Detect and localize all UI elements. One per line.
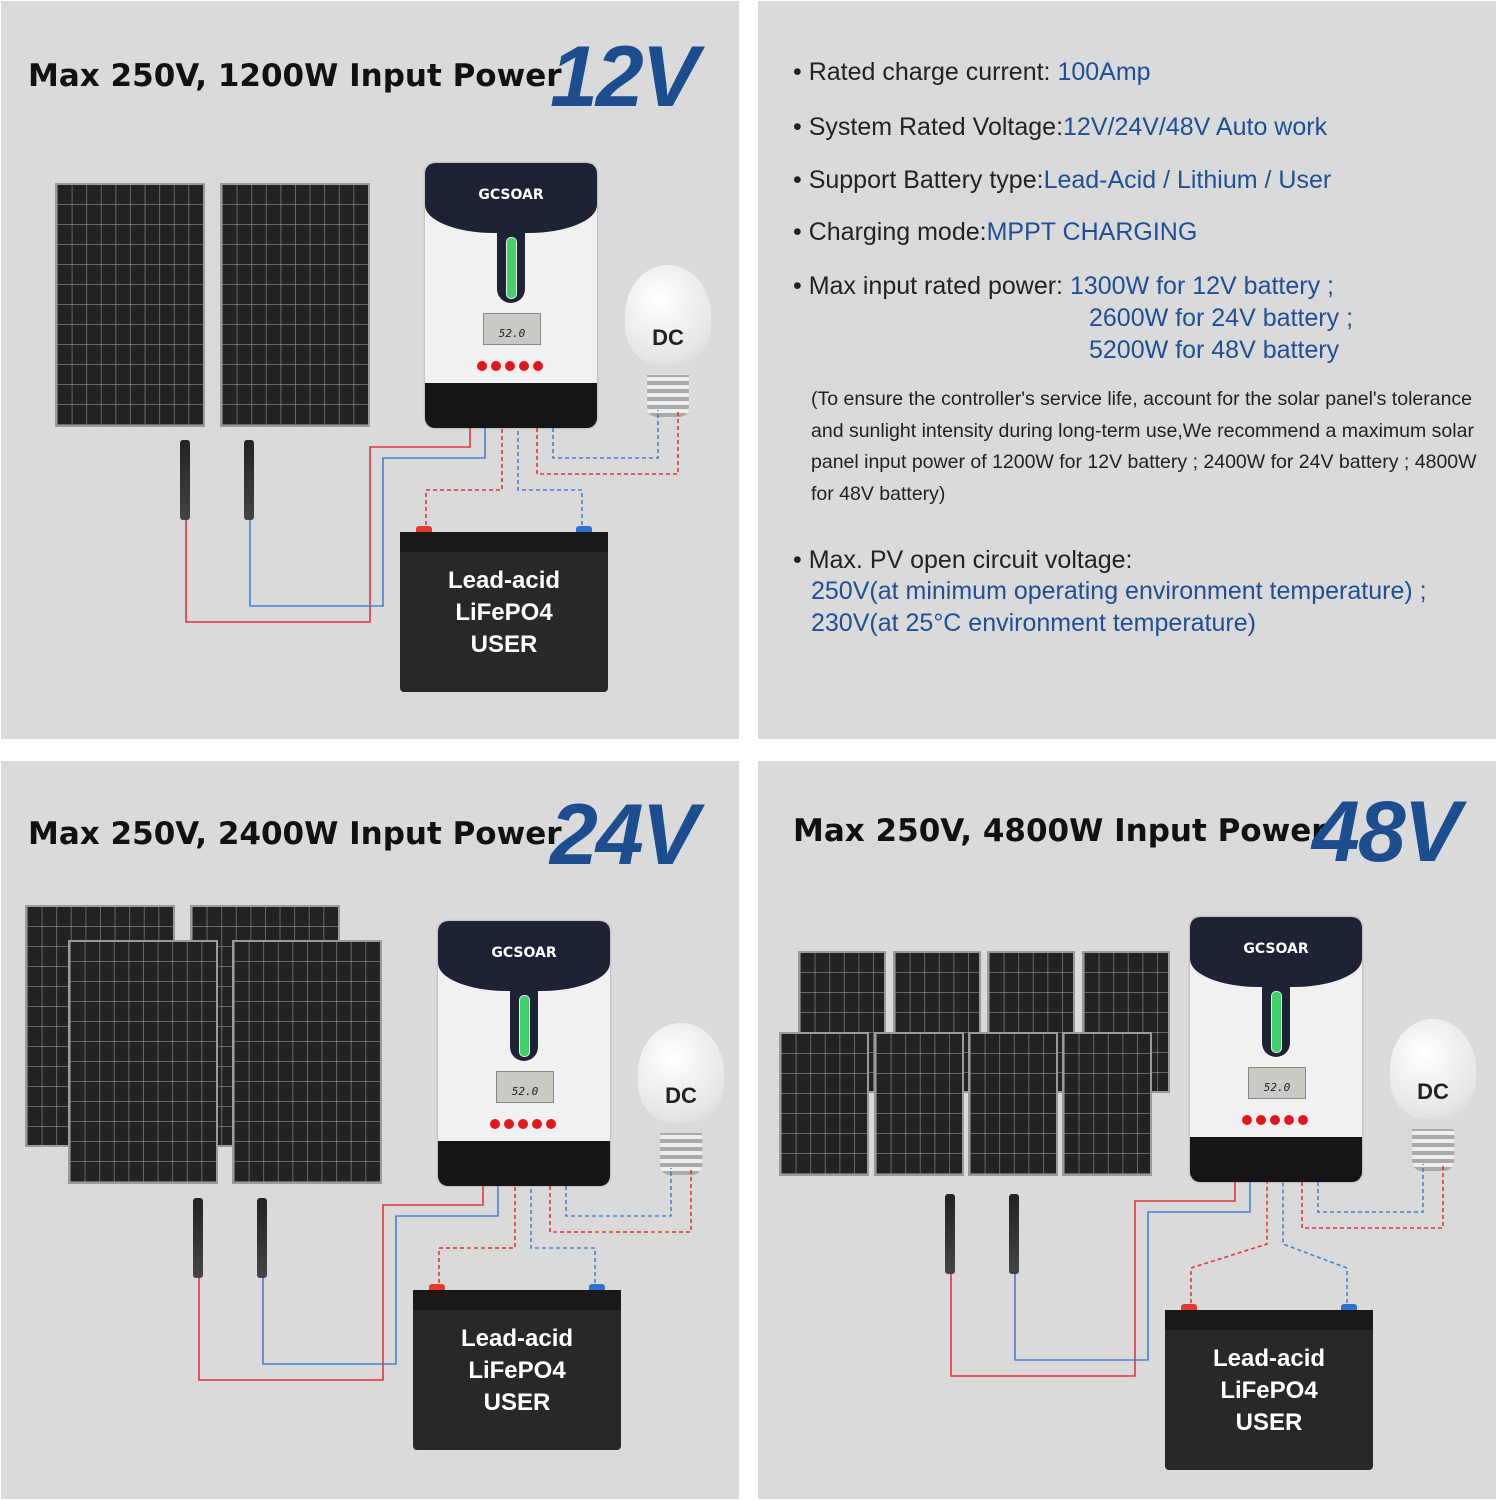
- spec-pv-voltage-25c: 230V(at 25°C environment temperature): [811, 609, 1256, 637]
- load-label: DC: [652, 325, 684, 350]
- controller-button: [546, 1119, 556, 1129]
- solar-panel: [232, 940, 382, 1184]
- controller-button: [519, 361, 529, 371]
- quadrant-specs: [758, 1, 1496, 739]
- controller-button: [504, 1119, 514, 1129]
- spec-max-input-power: • Max input rated power: 1300W for 12V b…: [793, 272, 1334, 300]
- controller-button: [490, 1119, 500, 1129]
- controller-button: [532, 1119, 542, 1129]
- dc-bulb: DC: [625, 265, 711, 425]
- bulb-icon: [1390, 1019, 1476, 1119]
- diagram-title: Max 250V, 4800W Input Power: [793, 813, 1327, 849]
- load-label: DC: [1417, 1079, 1449, 1104]
- dc-bulb: DC: [638, 1023, 724, 1183]
- status-led: [519, 995, 530, 1057]
- dc-bulb: DC: [1390, 1019, 1476, 1179]
- status-led: [506, 237, 517, 299]
- controller-button: [505, 361, 515, 371]
- mppt-controller: GCSOAR 52.0: [438, 921, 610, 1186]
- solar-panel: [874, 1032, 964, 1176]
- voltage-label: 24V: [550, 787, 699, 883]
- controller-button: [477, 361, 487, 371]
- battery-type: USER: [470, 631, 538, 658]
- voltage-label: 12V: [550, 29, 699, 125]
- controller-button: [1256, 1115, 1266, 1125]
- solar-panel: [68, 940, 218, 1184]
- controller-button: [1284, 1115, 1294, 1125]
- controller-button: [518, 1119, 528, 1129]
- terminal-cover: [425, 383, 597, 428]
- spec-pv-voltage: • Max. PV open circuit voltage:: [793, 546, 1133, 574]
- battery-type: Lead-acid: [1212, 1345, 1326, 1372]
- spec-system-voltage: • System Rated Voltage:12V/24V/48V Auto …: [793, 113, 1328, 141]
- controller-button: [491, 361, 501, 371]
- mppt-controller: GCSOAR 52.0: [425, 163, 597, 428]
- lcd-display: 52.0: [483, 313, 541, 345]
- battery-type: USER: [1235, 1409, 1303, 1436]
- lcd-display: 52.0: [496, 1071, 554, 1103]
- battery-lid: [400, 532, 608, 552]
- bulb-icon: [638, 1023, 724, 1123]
- battery-type: Lead-acid: [447, 567, 561, 594]
- spec-charging-mode: • Charging mode:MPPT CHARGING: [793, 218, 1198, 246]
- controller-button: [1270, 1115, 1280, 1125]
- battery-type: LiFePO4: [468, 1357, 566, 1384]
- battery-type: LiFePO4: [1220, 1377, 1318, 1404]
- brand-logo: GCSOAR: [478, 187, 544, 203]
- mc4-connector: [244, 440, 254, 520]
- spec-max-input-power-24v: 2600W for 24V battery ;: [1089, 304, 1354, 332]
- brand-logo: GCSOAR: [1243, 941, 1309, 957]
- control-buttons: [1242, 1115, 1308, 1125]
- voltage-label: 48V: [1312, 784, 1461, 880]
- spec-battery-type: • Support Battery type:Lead-Acid / Lithi…: [793, 166, 1332, 194]
- bulb-base: [647, 375, 689, 417]
- solar-panel: [55, 183, 205, 427]
- status-led: [1271, 991, 1282, 1053]
- recommendation-note: (To ensure the controller's service life…: [811, 388, 1477, 505]
- bulb-base: [660, 1133, 702, 1175]
- mc4-connector: [945, 1194, 955, 1274]
- solar-panel: [779, 1032, 869, 1176]
- controller-button: [1298, 1115, 1308, 1125]
- controller-button: [1242, 1115, 1252, 1125]
- diagram-title: Max 250V, 1200W Input Power: [28, 58, 562, 94]
- control-buttons: [490, 1119, 556, 1129]
- solar-panel: [968, 1032, 1058, 1176]
- control-buttons: [477, 361, 543, 371]
- spec-max-input-power-48v: 5200W for 48V battery: [1089, 336, 1340, 364]
- solar-panel: [220, 183, 370, 427]
- brand-logo: GCSOAR: [491, 945, 557, 961]
- bulb-base: [1412, 1129, 1454, 1171]
- mc4-connector: [257, 1198, 267, 1278]
- mc4-connector: [1009, 1194, 1019, 1274]
- mc4-connector: [193, 1198, 203, 1278]
- controller-button: [533, 361, 543, 371]
- mc4-connector: [180, 440, 190, 520]
- battery-lid: [1165, 1310, 1373, 1330]
- spec-rated-current: • Rated charge current: 100Amp: [793, 58, 1151, 86]
- battery-lid: [413, 1290, 621, 1310]
- solar-panel: [1062, 1032, 1152, 1176]
- diagram-title: Max 250V, 2400W Input Power: [28, 816, 562, 852]
- mppt-controller: GCSOAR 52.0: [1190, 917, 1362, 1182]
- bulb-icon: [625, 265, 711, 365]
- lcd-display: 52.0: [1248, 1067, 1306, 1099]
- load-label: DC: [665, 1083, 697, 1108]
- terminal-cover: [1190, 1137, 1362, 1182]
- battery-type: USER: [483, 1389, 551, 1416]
- spec-pv-voltage-min-temp: 250V(at minimum operating environment te…: [811, 577, 1427, 605]
- battery-type: LiFePO4: [455, 599, 553, 626]
- battery-type: Lead-acid: [460, 1325, 574, 1352]
- terminal-cover: [438, 1141, 610, 1186]
